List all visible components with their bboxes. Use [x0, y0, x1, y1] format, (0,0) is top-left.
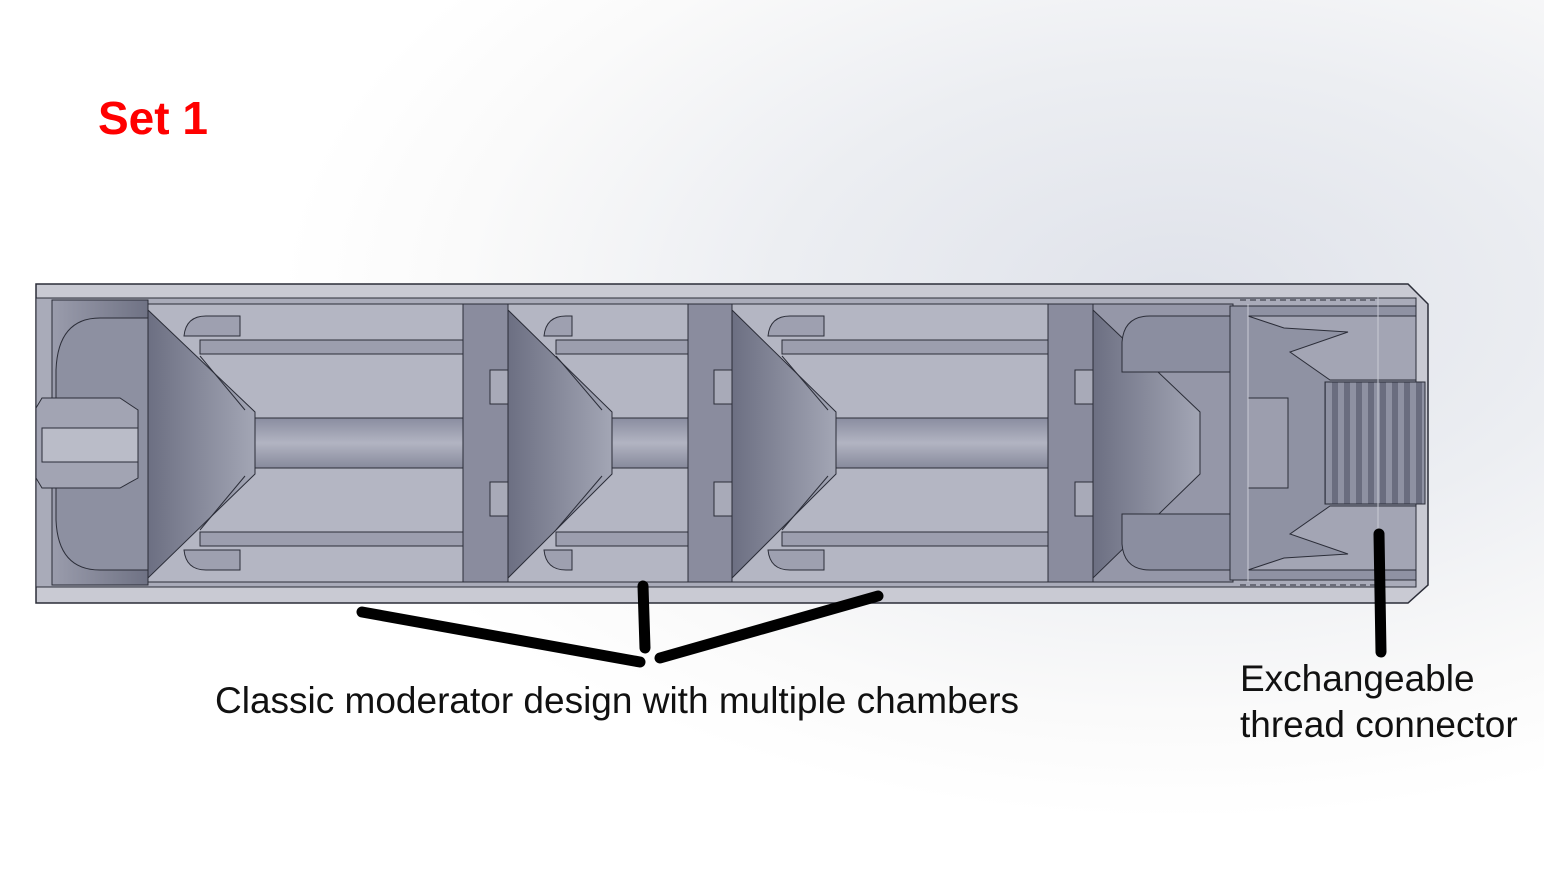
pointer-lines-chambers [356, 580, 884, 668]
thread-connector [1229, 288, 1426, 600]
caption-thread-connector: Exchangeable thread connector [1240, 658, 1518, 745]
baffle-walls [183, 303, 1231, 583]
baffle-cones [147, 308, 1201, 580]
rear-end-cap [35, 299, 149, 586]
bore-tube [254, 417, 1101, 469]
pointer-line-thread [1373, 528, 1387, 658]
title: Set 1 [98, 92, 208, 144]
tie-rods [199, 339, 1088, 547]
caption-chambers: Classic moderator design with multiple c… [215, 680, 1020, 721]
